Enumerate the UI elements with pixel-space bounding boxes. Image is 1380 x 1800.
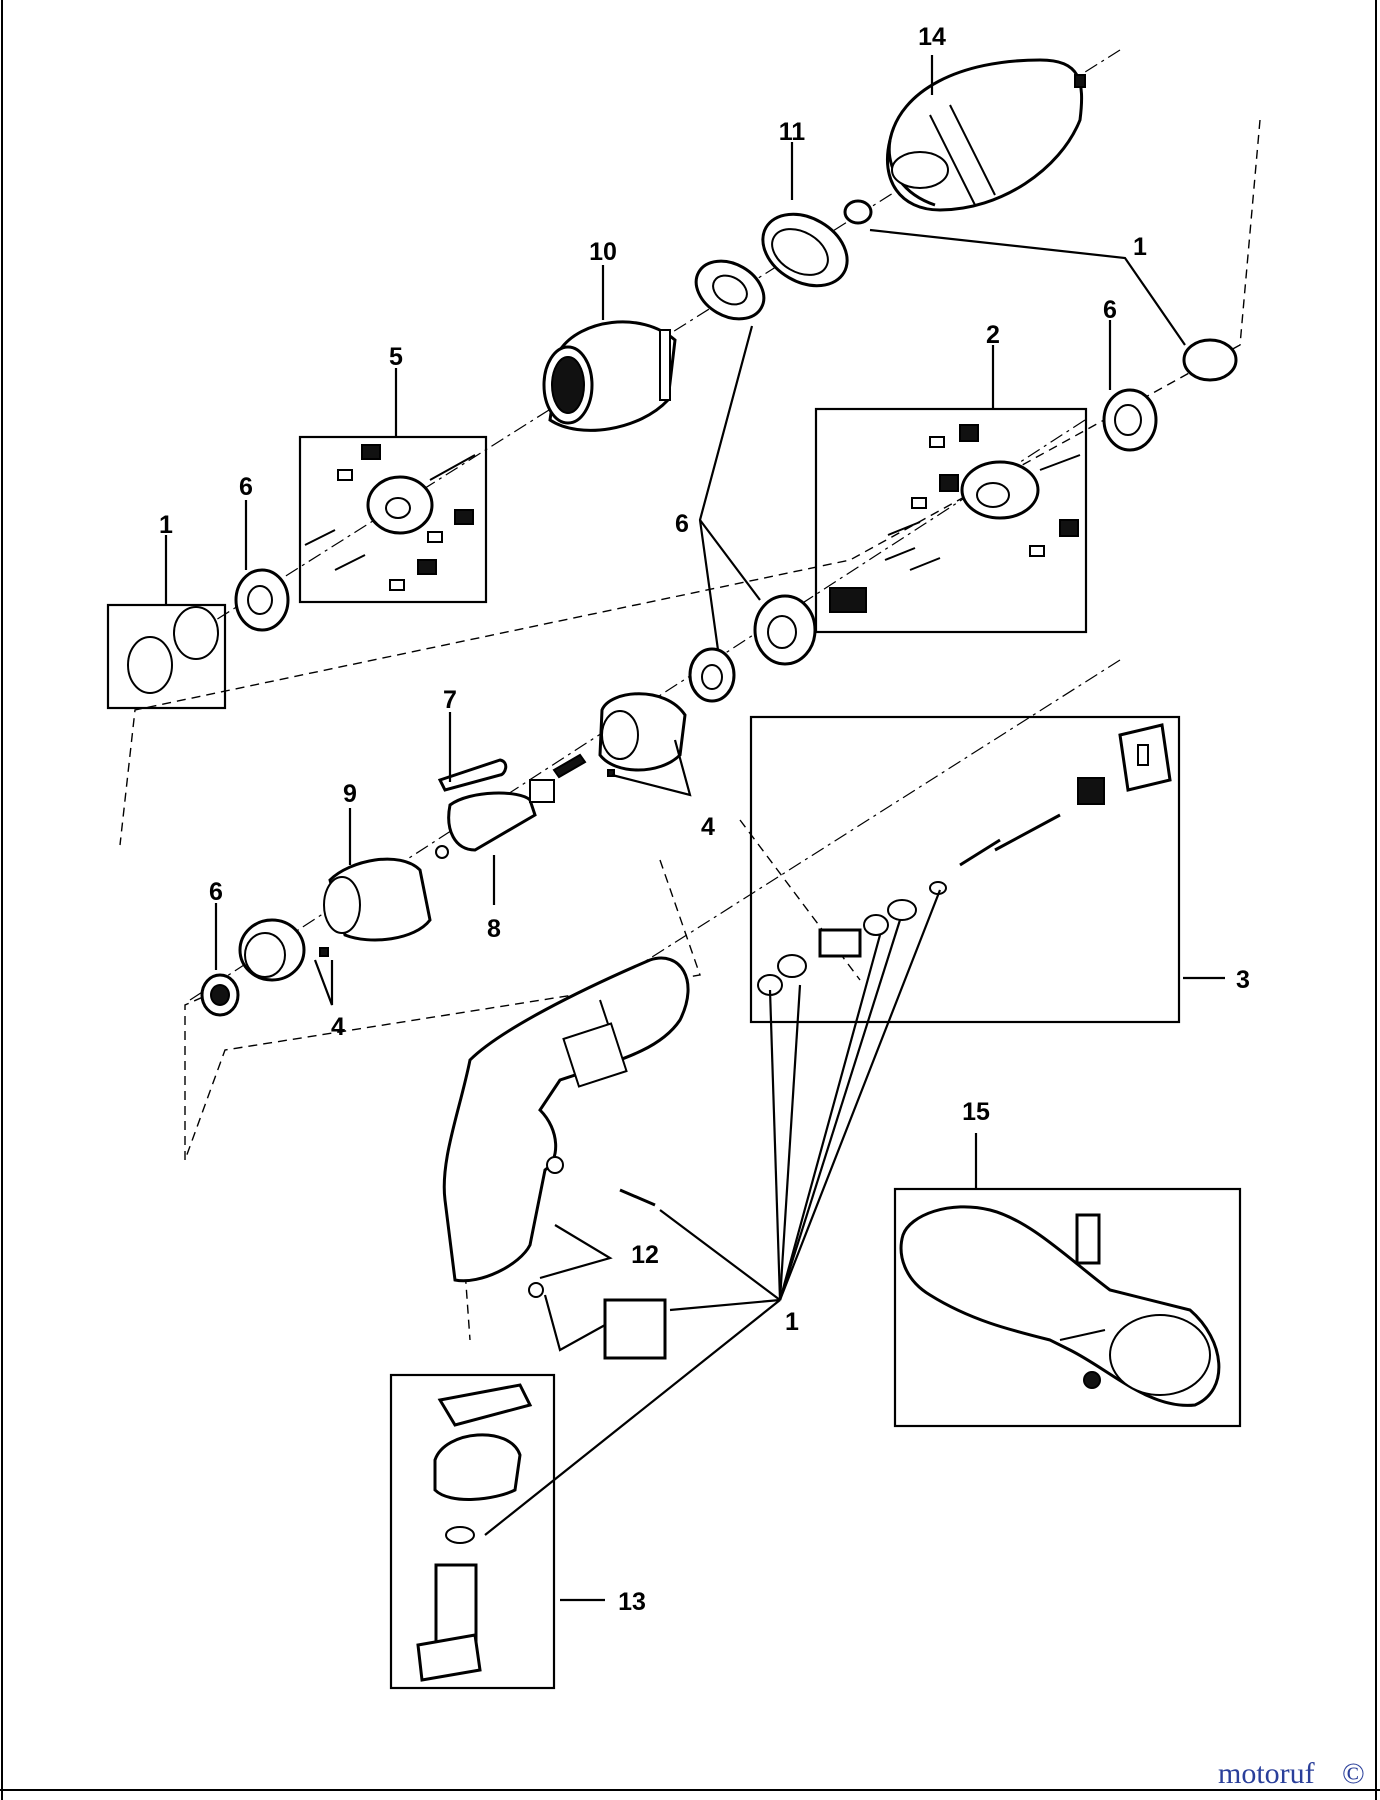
callout-6-low: 6 xyxy=(209,878,223,906)
callout-10: 10 xyxy=(589,238,617,266)
watermark: motoruf © xyxy=(1218,1757,1365,1790)
part-10-housing xyxy=(542,320,677,432)
part-6-bearing-low xyxy=(200,973,240,1017)
callout-1-left: 1 xyxy=(159,511,173,539)
part-8-rotor xyxy=(435,753,587,859)
part-4-cylinder xyxy=(598,692,687,777)
part-6-bearing-left xyxy=(234,568,290,632)
part-15-handle xyxy=(899,1205,1221,1407)
part-7-vane xyxy=(437,758,508,792)
watermark-text: motoruf xyxy=(1218,1757,1315,1790)
assembly-guides xyxy=(119,119,1261,1341)
part-6-bearing-mid-b xyxy=(688,647,736,703)
callout-labels: 14 11 10 1 6 2 5 6 1 6 7 9 4 8 6 4 3 15 … xyxy=(159,23,1250,1616)
tool-housing xyxy=(442,956,690,1283)
callout-13: 13 xyxy=(618,1588,646,1616)
callout-9: 9 xyxy=(343,780,357,808)
callout-4-low: 4 xyxy=(331,1013,345,1041)
callout-7: 7 xyxy=(443,686,457,714)
callout-1-top: 1 xyxy=(1133,233,1147,261)
callout-3: 3 xyxy=(1236,966,1250,994)
part-4-end-plate xyxy=(238,918,329,982)
callout-12: 12 xyxy=(631,1241,659,1269)
part-9-cylinder-housing xyxy=(323,857,432,942)
callout-8: 8 xyxy=(487,915,501,943)
callout-6-left: 6 xyxy=(239,473,253,501)
part-washer xyxy=(843,199,873,225)
part-13-box xyxy=(389,1373,556,1690)
callout-1-bottom: 1 xyxy=(785,1308,799,1336)
part-1-ring-top xyxy=(1182,338,1238,382)
part-3-box xyxy=(749,715,1181,1024)
part-14-chuck xyxy=(885,58,1086,212)
part-3-valve-assembly xyxy=(757,723,1172,996)
leader-lines xyxy=(164,55,1225,1602)
part-6-bearing-a xyxy=(694,259,766,321)
copyright-symbol: © xyxy=(1342,1757,1365,1790)
part-6-bearing-right xyxy=(1102,388,1158,452)
callout-6-right: 6 xyxy=(1103,296,1117,324)
part-15-box xyxy=(893,1187,1242,1428)
callout-2: 2 xyxy=(986,321,1000,349)
callout-15: 15 xyxy=(962,1098,990,1126)
part-13-inlet xyxy=(416,1383,533,1682)
part-2-box xyxy=(814,407,1088,634)
part-5-box xyxy=(298,435,488,604)
callout-4-mid: 4 xyxy=(701,813,715,841)
callout-11: 11 xyxy=(779,118,806,146)
part-2-planet-carrier xyxy=(829,424,1081,613)
part-6-bearing-mid-a xyxy=(753,594,817,666)
callout-5: 5 xyxy=(389,343,403,371)
part-11-ring-gear xyxy=(761,212,849,288)
callout-14: 14 xyxy=(918,23,946,51)
part-12-plug xyxy=(528,1282,667,1360)
part-1-rings-left xyxy=(127,606,219,694)
callout-6-mid: 6 xyxy=(675,510,689,538)
part-5-planet-carrier xyxy=(304,444,476,591)
